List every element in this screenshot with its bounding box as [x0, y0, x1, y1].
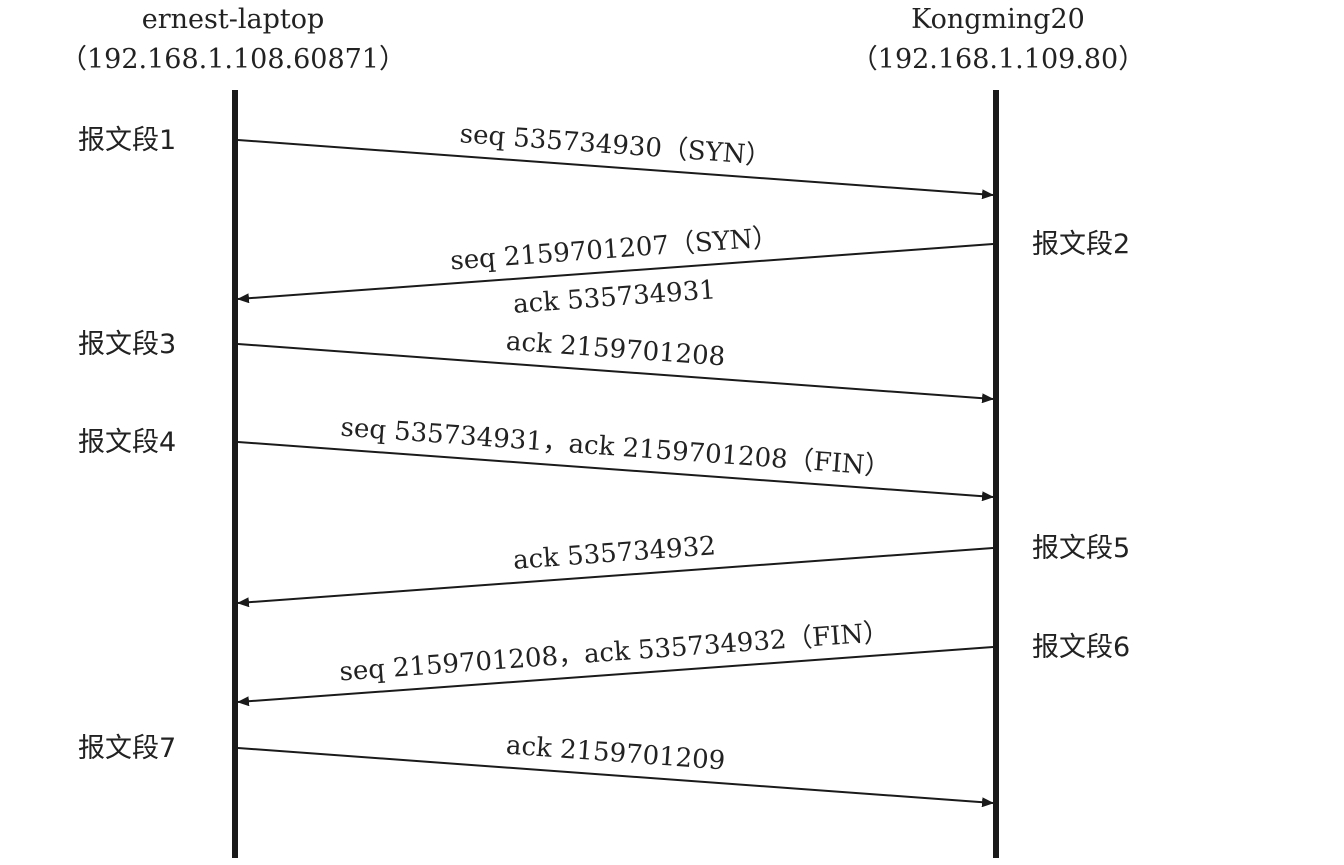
- segment-label: 报文段3: [78, 329, 176, 360]
- message-4: 报文段4 seq 535734931，ack 2159701208（FIN）: [78, 413, 994, 502]
- host-left-address: （192.168.1.108.60871）: [60, 44, 406, 75]
- message-arrow: [237, 441, 994, 502]
- message-text: seq 535734930（SYN）: [459, 119, 773, 172]
- message-text: ack 535734932: [512, 531, 717, 576]
- message-1: 报文段1 seq 535734930（SYN）: [78, 119, 994, 200]
- message-arrow: [237, 343, 994, 404]
- message-text: seq 2159701207（SYN）: [449, 223, 779, 277]
- segment-label: 报文段6: [1032, 632, 1130, 663]
- message-arrow: [237, 646, 994, 707]
- message-text: seq 535734931，ack 2159701208（FIN）: [340, 413, 892, 483]
- message-arrow: [237, 139, 994, 200]
- message-text: seq 2159701208，ack 535734932（FIN）: [339, 618, 891, 688]
- segment-label: 报文段1: [78, 125, 176, 156]
- message-arrow: [237, 747, 994, 808]
- message-arrow: [237, 547, 994, 608]
- host-right-address: （192.168.1.109.80）: [851, 44, 1145, 75]
- message-arrow: [237, 243, 994, 304]
- host-right-name: Kongming20: [911, 4, 1085, 35]
- segment-label: 报文段7: [78, 733, 176, 764]
- host-left-name: ernest-laptop: [142, 4, 325, 35]
- segment-label: 报文段4: [78, 427, 176, 458]
- segment-label: 报文段5: [1032, 533, 1130, 564]
- segment-label: 报文段2: [1032, 229, 1130, 260]
- message-text: ack 535734931: [512, 275, 717, 320]
